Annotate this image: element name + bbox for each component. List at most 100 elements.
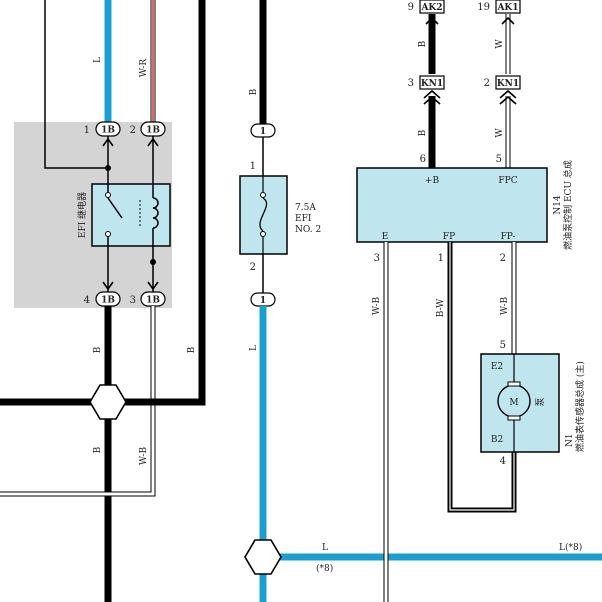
fuse-name-1: EFI (295, 214, 312, 224)
relay-arrow-3 (147, 281, 159, 291)
ecu-name: 燃油泵控制 ECU 总成 (562, 160, 574, 250)
pump-motor-brush-bot (507, 415, 521, 421)
ecu-id: N14 (553, 195, 563, 215)
label-l-top: L (93, 57, 103, 63)
svg-text:1B: 1B (101, 296, 115, 306)
svg-text:AK2: AK2 (420, 3, 442, 13)
svg-text:3: 3 (130, 295, 136, 306)
relay-connector-3: 1B 3 (130, 291, 166, 307)
ecu-pin-fpc: 5 (496, 154, 502, 165)
label-w-kn1: W (495, 128, 505, 138)
pump-terminal-e2: E2 (491, 362, 503, 372)
connector-ak1: AK1 19 (477, 0, 521, 14)
label-b-fuse-top: B (249, 88, 259, 95)
relay-contact-top (105, 192, 111, 198)
svg-text:KN1: KN1 (421, 79, 443, 89)
chevron-kn1-2 (499, 89, 517, 105)
arrow-ak1 (501, 16, 515, 25)
relay-arrow-1 (102, 137, 114, 147)
ecu-pin-e: 3 (374, 253, 380, 264)
pump-pin-bot: 4 (500, 456, 506, 467)
pump-label: 泵 (535, 397, 546, 406)
fuse-term-bot (260, 231, 266, 237)
label-l8-bottom: L(*8) (559, 542, 582, 553)
svg-text:1B: 1B (146, 126, 160, 136)
pump-name: 燃油表传感器总成 (主) (574, 361, 586, 452)
fuse-element (259, 197, 268, 232)
fuse-pin-bot: 2 (250, 262, 256, 273)
connector-kn1-3: KN1 3 (408, 75, 445, 90)
pump-pin-top: 5 (500, 340, 506, 351)
connector-kn1-2: KN1 2 (484, 75, 521, 90)
pump-motor-label: M (509, 398, 518, 408)
ecu-terminal-fp: FP (443, 232, 455, 242)
connector-ak2: AK2 9 (408, 0, 445, 14)
pump-box (480, 353, 560, 453)
label-l-bottom: L (322, 543, 328, 553)
svg-text:1: 1 (260, 127, 266, 137)
chevron-kn1-3 (423, 89, 441, 105)
svg-text:9: 9 (408, 2, 414, 13)
label-b-kn1: B (418, 129, 428, 136)
svg-text:2: 2 (130, 125, 136, 136)
ecu-terminal-e: E (382, 232, 389, 242)
relay-switch-blade (107, 197, 123, 219)
svg-text:1B: 1B (101, 126, 115, 136)
svg-text:1: 1 (84, 125, 90, 136)
label-b-left-low: B (93, 446, 103, 453)
arrow-ak2 (425, 16, 439, 25)
ecu-terminal-fpc: FPC (498, 176, 517, 186)
fuse-connector-top: 1 (250, 123, 276, 138)
label-b-right-mid: B (187, 346, 197, 353)
fuse-connector-bot: 1 (250, 292, 276, 307)
svg-text:2: 2 (484, 78, 490, 89)
label-b-ak2: B (418, 40, 428, 47)
svg-text:AK1: AK1 (496, 3, 518, 13)
junction-left (89, 384, 127, 420)
ecu-pin-plusB: 6 (420, 154, 426, 165)
label-l-fuse-out: L (249, 345, 259, 351)
ecu-pin-fp: 1 (438, 253, 444, 264)
fuse-rating: 7.5A (295, 203, 316, 213)
ecu-box (356, 167, 548, 243)
pump-id: N1 (565, 433, 575, 447)
relay-connector-1: 1B 1 (84, 121, 121, 137)
relay-connector-2: 1B 2 (130, 121, 166, 137)
label-bw-fp: B-W (436, 298, 446, 317)
ecu-terminal-plusB: +B (425, 176, 440, 186)
label-w-ak1: W (495, 39, 505, 49)
relay-arrow-4 (102, 281, 114, 291)
label-b-left-mid: B (93, 346, 103, 353)
label-wb-e: W-B (372, 296, 382, 315)
wire-b-main (0, 0, 206, 406)
relay-dot-3 (150, 259, 156, 265)
svg-text:4: 4 (84, 295, 90, 306)
svg-text:1B: 1B (146, 296, 160, 306)
junction-bottom (244, 539, 282, 575)
label-wr-top: W-R (139, 59, 149, 78)
svg-text:19: 19 (477, 2, 490, 13)
label-wb-left-low: W-B (139, 446, 149, 465)
ecu-pin-fpm: 2 (500, 253, 506, 264)
fuse-term-top (260, 192, 266, 198)
relay-control-wire (44, 0, 108, 169)
fuse-name-2: NO. 2 (295, 225, 321, 235)
wire-bw-fp-white (449, 242, 515, 511)
ecu-terminal-fpm: FP- (501, 232, 516, 242)
relay-arrow-2 (147, 137, 159, 147)
pump-terminal-b2: B2 (491, 435, 503, 445)
wire-wb-relay-out-white (0, 306, 155, 496)
relay-contact-bot (105, 231, 111, 237)
relay-dot-1 (105, 165, 111, 171)
label-note8: (*8) (316, 563, 333, 574)
relay-connector-4: 1B 4 (84, 291, 121, 307)
svg-text:1: 1 (260, 296, 266, 306)
svg-text:KN1: KN1 (497, 79, 519, 89)
fuse-pin-top: 1 (250, 161, 256, 172)
label-wb-fpm: W-B (500, 296, 510, 315)
pump-motor-brush-top (507, 381, 521, 387)
relay-label: EFI 继电器 (76, 192, 88, 238)
relay-coil-loops (152, 197, 159, 229)
svg-text:3: 3 (408, 78, 414, 89)
